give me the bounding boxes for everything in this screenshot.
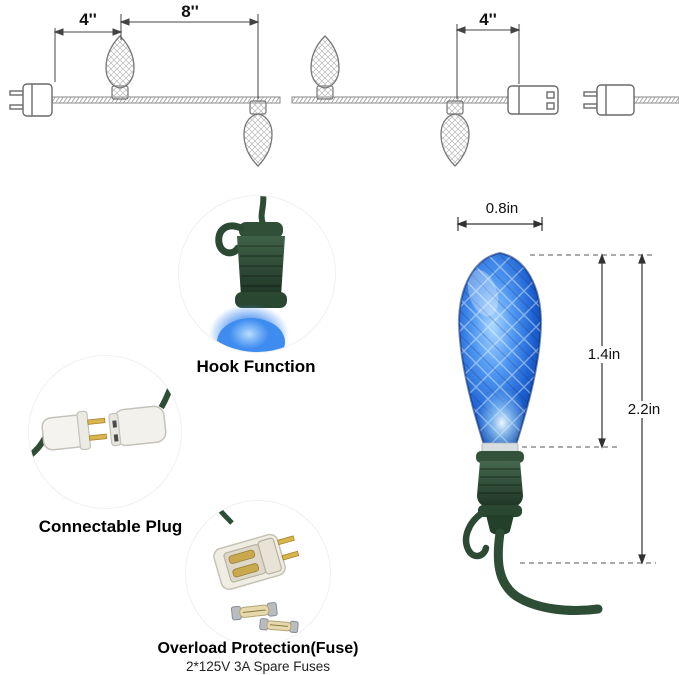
- dim-label-left: 4'': [79, 10, 97, 29]
- dimension-lines: [53, 14, 521, 99]
- blue-c9-bulb: [457, 251, 543, 446]
- bulb-upward: [310, 35, 340, 100]
- fuse-photo-inset: [185, 500, 331, 646]
- left-plug: [9, 83, 53, 117]
- hook-photo: [209, 196, 289, 352]
- bulb-socket: [476, 442, 524, 535]
- spare-fuse: [230, 602, 278, 621]
- bulb-downward: [243, 100, 273, 167]
- bulb-downward: [440, 100, 470, 167]
- dim-label-right: 4'': [479, 10, 497, 29]
- bulb-width-label: 0.8in: [468, 200, 536, 218]
- plug-wire: [212, 501, 234, 525]
- green-wire: [493, 528, 603, 615]
- connectable-plug-photo: [29, 381, 176, 459]
- fuse-photo: [212, 501, 300, 634]
- hook-photo-inset: [178, 195, 336, 353]
- hook-socket: [215, 222, 287, 308]
- female-connector: [507, 85, 559, 115]
- male-plug-piece: [29, 410, 108, 459]
- bulb-height-label: 1.4in: [576, 346, 632, 364]
- connectable-plug-photo-inset: [28, 355, 182, 509]
- hook-function-label: Hook Function: [196, 357, 316, 376]
- spare-fuse: [259, 618, 299, 634]
- bulb-glow: [209, 304, 289, 352]
- string-light-line-drawing: [9, 14, 679, 167]
- bulb-total-height-label: 2.2in: [616, 401, 672, 419]
- connectable-plug-label: Connectable Plug: [38, 517, 183, 536]
- spare-fuses-note: 2*125V 3A Spare Fuses: [185, 659, 331, 674]
- overload-protection-label: Overload Protection(Fuse): [157, 640, 359, 657]
- dim-label-mid: 8'': [181, 2, 199, 21]
- hook-clip: [462, 509, 490, 560]
- fuse-plug: [213, 533, 300, 591]
- hook-wire: [258, 196, 267, 226]
- female-plug-piece: [108, 381, 176, 447]
- bulb-upward: [105, 35, 135, 100]
- wire: [49, 96, 679, 104]
- blue-bulb-photo: [456, 217, 656, 615]
- male-plug: [583, 84, 635, 116]
- hook-clip: [215, 222, 245, 257]
